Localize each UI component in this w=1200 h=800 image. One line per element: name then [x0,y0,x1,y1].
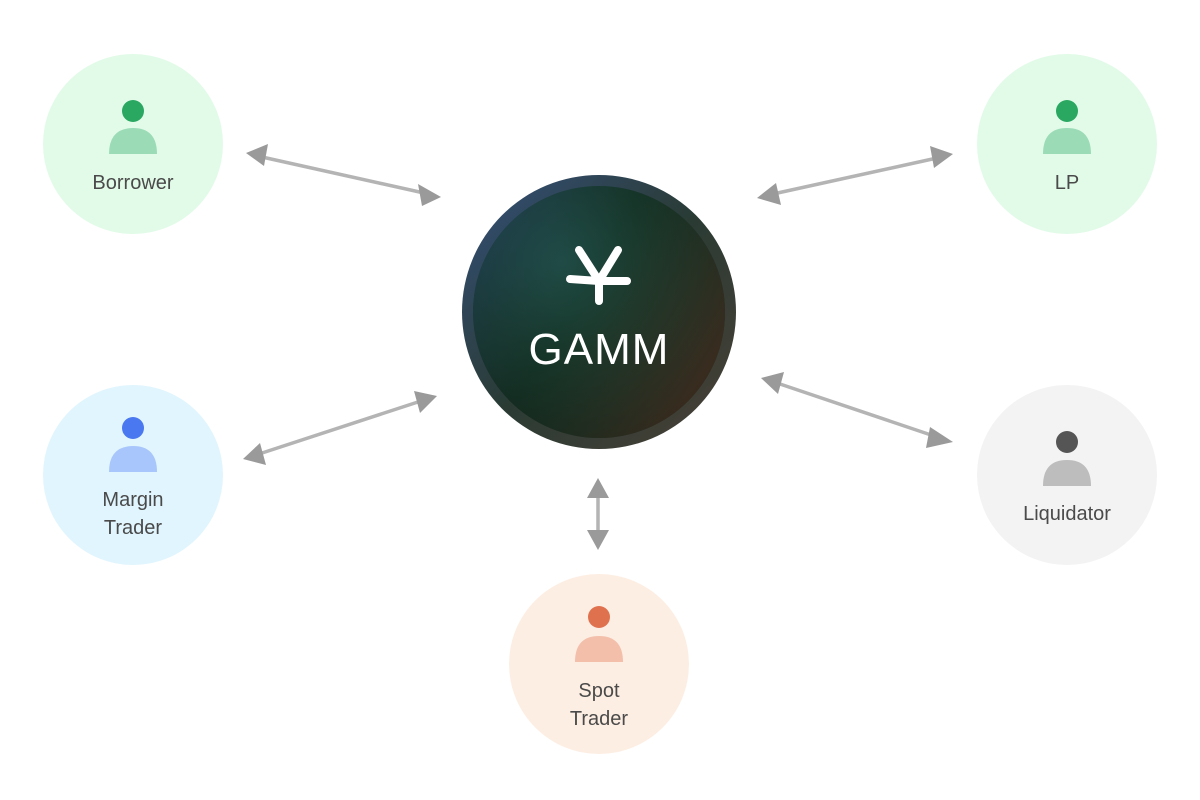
node-liquidator[interactable]: Liquidator [977,385,1157,565]
node-label: Trader [570,708,629,730]
arrow-lp [757,146,953,205]
node-circle [43,385,223,565]
node-label: Trader [104,517,163,539]
arrow-head-icon [414,391,437,413]
user-icon [1043,100,1091,154]
arrow-head-icon [761,372,784,394]
arrow-head-icon [246,144,268,166]
arrow-head-icon [757,183,781,205]
arrow-borrower [246,144,441,206]
arrow-head-icon [587,530,609,550]
node-borrower[interactable]: Borrower [43,54,223,234]
user-icon [109,100,157,154]
user-icon [575,606,623,662]
hub-label: GAMM [529,325,670,374]
arrow-head-icon [930,146,953,168]
arrow-head-icon [243,443,266,465]
arrow-head-icon [418,184,441,206]
arrow-margin-trader [243,391,437,465]
arrow-spot-trader [587,478,609,550]
gamm-hub[interactable]: GAMM [462,175,736,449]
node-margin-trader[interactable]: Margin Trader [43,385,223,565]
node-label: LP [1055,172,1079,194]
arrow-head-icon [587,478,609,498]
node-circle [509,574,689,754]
node-label: Spot [578,680,620,702]
arrow-head-icon [926,427,953,448]
connection-arrows [243,144,953,550]
user-icon [1043,431,1091,486]
star-logo-icon [566,246,631,305]
node-spot-trader[interactable]: Spot Trader [509,574,689,754]
node-label: Liquidator [1023,503,1111,525]
user-icon [109,417,157,472]
arrow-liquidator [761,372,953,448]
node-lp[interactable]: LP [977,54,1157,234]
node-label: Borrower [92,172,173,194]
node-label: Margin [102,489,163,511]
